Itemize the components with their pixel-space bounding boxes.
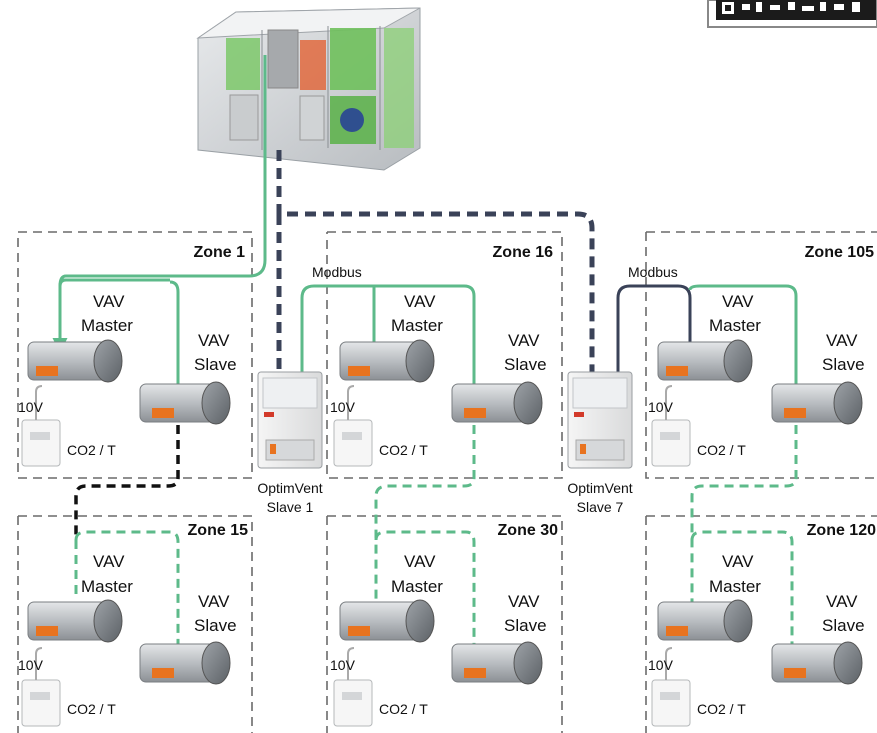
optimvent-controller-icon — [567, 371, 633, 469]
qr-code-icon — [707, 0, 877, 28]
sensor-label: CO2 / T — [697, 701, 746, 717]
master-label-1: VAV — [722, 292, 754, 311]
slave-label-1: VAV — [508, 331, 540, 350]
vav-damper-icon — [657, 339, 753, 383]
slave-label-2: Slave — [194, 616, 237, 635]
vav-damper-icon — [27, 339, 123, 383]
master-label-1: VAV — [93, 292, 125, 311]
slave-label-2: Slave — [504, 616, 547, 635]
vav-damper-icon — [657, 599, 753, 643]
vav-damper-icon — [451, 381, 543, 425]
voltage-label: 10V — [648, 657, 674, 673]
master-label-1: VAV — [93, 552, 125, 571]
zone-1: VAV Master VAV Slave 10V CO2 / T — [18, 292, 237, 467]
slave-label-1: VAV — [198, 331, 230, 350]
vav-damper-icon — [339, 339, 435, 383]
slave-label-1: VAV — [826, 592, 858, 611]
zone-1-links — [58, 278, 186, 407]
co2-temperature-sensor-icon — [651, 647, 691, 727]
zone-title-120: Zone 120 — [807, 522, 876, 539]
controller-1-name: OptimVent — [257, 480, 322, 496]
vav-damper-icon — [771, 641, 863, 685]
voltage-label: 10V — [18, 657, 44, 673]
voltage-label: 10V — [648, 399, 674, 415]
zone-15: VAV Master VAV Slave 10V CO2 / T — [18, 552, 237, 727]
co2-temperature-sensor-icon — [651, 385, 691, 467]
zone-1-to-15-link — [74, 410, 180, 540]
controller-1-slave: Slave 1 — [267, 499, 314, 515]
voltage-label: 10V — [330, 657, 356, 673]
slave-label-1: VAV — [508, 592, 540, 611]
slave-label-1: VAV — [826, 331, 858, 350]
master-label-1: VAV — [404, 552, 436, 571]
zone-16: VAV Master VAV Slave 10V CO2 / T — [330, 292, 547, 467]
zone-title-105: Zone 105 — [805, 244, 874, 261]
master-label-2: Master — [81, 316, 133, 335]
optimvent-controller-icon — [257, 371, 323, 469]
slave-label-2: Slave — [822, 616, 865, 635]
vav-damper-icon — [339, 599, 435, 643]
co2-temperature-sensor-icon — [333, 385, 373, 467]
slave-label-1: VAV — [198, 592, 230, 611]
master-label-1: VAV — [722, 552, 754, 571]
slave-label-2: Slave — [822, 355, 865, 374]
modbus-label-2: Modbus — [628, 264, 678, 280]
vav-damper-icon — [771, 381, 863, 425]
zone-title-16: Zone 16 — [493, 244, 554, 261]
slave-label-2: Slave — [504, 355, 547, 374]
sensor-label: CO2 / T — [697, 442, 746, 458]
vav-damper-icon — [27, 599, 123, 643]
sensor-label: CO2 / T — [379, 442, 428, 458]
master-label-1: VAV — [404, 292, 436, 311]
slave-label-2: Slave — [194, 355, 237, 374]
master-label-2: Master — [391, 316, 443, 335]
zone-105-links — [616, 284, 804, 405]
zone-title-30: Zone 30 — [498, 522, 559, 539]
zone-120: VAV Master VAV Slave 10V CO2 / T — [648, 552, 865, 727]
controller-7-name: OptimVent — [567, 480, 632, 496]
sensor-label: CO2 / T — [67, 701, 116, 717]
master-label-2: Master — [391, 577, 443, 596]
zone-30: VAV Master VAV Slave 10V CO2 / T — [330, 552, 547, 727]
air-handling-unit-icon — [196, 7, 421, 171]
sensor-label: CO2 / T — [379, 701, 428, 717]
co2-temperature-sensor-icon — [21, 385, 61, 467]
master-label-2: Master — [709, 577, 761, 596]
co2-temperature-sensor-icon — [333, 647, 373, 727]
master-label-2: Master — [709, 316, 761, 335]
co2-temperature-sensor-icon — [21, 647, 61, 727]
voltage-label: 10V — [330, 399, 356, 415]
zone-105: VAV Master VAV Slave 10V CO2 / T — [648, 292, 865, 467]
controller-7-slave: Slave 7 — [577, 499, 624, 515]
vav-damper-icon — [451, 641, 543, 685]
modbus-label-1: Modbus — [312, 264, 362, 280]
voltage-label: 10V — [18, 399, 44, 415]
master-label-2: Master — [81, 577, 133, 596]
zone-title-15: Zone 15 — [188, 522, 249, 539]
sensor-label: CO2 / T — [67, 442, 116, 458]
vav-damper-icon — [139, 381, 231, 425]
vav-damper-icon — [139, 641, 231, 685]
zone-borders — [17, 231, 877, 733]
lower-zone-links — [74, 410, 800, 665]
modbus-backbone — [276, 150, 595, 380]
zone-title-1: Zone 1 — [193, 244, 245, 261]
